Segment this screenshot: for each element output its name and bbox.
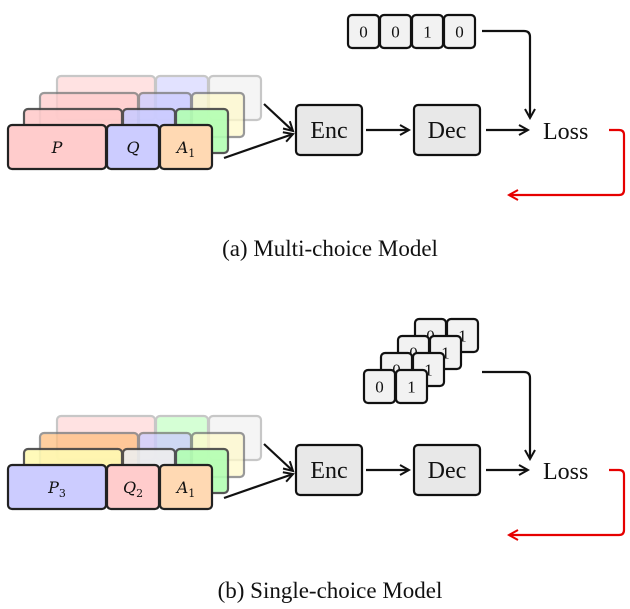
answer-segment <box>158 123 214 171</box>
label-cell: 1 <box>394 368 429 405</box>
label-cell-value: 1 <box>424 361 433 380</box>
answer-segment <box>158 463 214 511</box>
feedback-arrow <box>509 468 626 535</box>
label-cell-value: 0 <box>359 23 368 42</box>
label-cell-value: 0 <box>409 344 418 363</box>
decoder-node: Dec <box>412 443 482 497</box>
encoder-label: Enc <box>310 118 347 144</box>
arrow-stack-to-encoder-lower <box>223 134 293 160</box>
question-segment-label: Q2 <box>123 478 143 500</box>
label-vector: 0 0 1 0 <box>346 13 477 50</box>
label-cell: 0 <box>378 13 413 50</box>
label-cell: 1 <box>410 13 445 50</box>
label-cell-value: 0 <box>375 378 384 397</box>
arrow-labels-to-loss <box>482 29 530 118</box>
decoder-label: Dec <box>428 458 467 484</box>
label-cell-value: 1 <box>407 378 416 397</box>
feedback-arrow <box>509 128 626 195</box>
decoder-label: Dec <box>428 118 467 144</box>
passage-segment-label: P3 <box>47 478 66 500</box>
arrow-labels-to-loss <box>482 370 530 459</box>
panel-multi-choice: P Q A1 Enc Dec Loss 0 0 1 0 <box>6 13 626 195</box>
label-cell: 0 <box>362 368 397 405</box>
input-sequence-front: P Q A1 <box>6 123 214 171</box>
label-cell-value: 1 <box>423 23 432 42</box>
arrow-stack-to-encoder-upper <box>263 443 293 471</box>
encoder-label: Enc <box>310 458 347 484</box>
label-cell-value: 0 <box>426 327 435 346</box>
label-cell-value: 0 <box>391 23 400 42</box>
decoder-box <box>412 443 482 497</box>
label-cell: 0 <box>442 13 477 50</box>
answer-segment-label: A1 <box>175 138 196 160</box>
loss-label: Loss <box>543 459 588 485</box>
answer-segment-label: A1 <box>175 478 196 500</box>
label-cell-box <box>394 368 429 405</box>
passage-segment-label: P <box>51 138 63 157</box>
label-cell-value: 1 <box>441 344 450 363</box>
arrow-stack-to-encoder-lower <box>223 474 293 500</box>
encoder-node: Enc <box>294 443 364 497</box>
label-cell: 0 <box>346 13 381 50</box>
decoder-node: Dec <box>412 103 482 157</box>
input-stack: P Q A1 <box>6 74 263 171</box>
label-cell-value: 1 <box>458 327 467 346</box>
decoder-box <box>412 103 482 157</box>
label-cell-box <box>442 13 477 50</box>
encoder-box <box>294 103 364 157</box>
input-sequence-front: P3 Q2 A1 <box>6 463 214 511</box>
encoder-node: Enc <box>294 103 364 157</box>
question-segment-label: Q <box>126 138 139 157</box>
caption-single-choice: (b) Single-choice Model <box>217 578 443 603</box>
loss-label: Loss <box>543 119 588 145</box>
encoder-box <box>294 443 364 497</box>
label-cell-value: 0 <box>392 361 401 380</box>
label-cell-value: 0 <box>455 23 464 42</box>
input-stack: P3 Q2 A1 <box>6 414 263 511</box>
arrow-stack-to-encoder-upper <box>263 103 293 131</box>
caption-multi-choice: (a) Multi-choice Model <box>222 236 438 261</box>
